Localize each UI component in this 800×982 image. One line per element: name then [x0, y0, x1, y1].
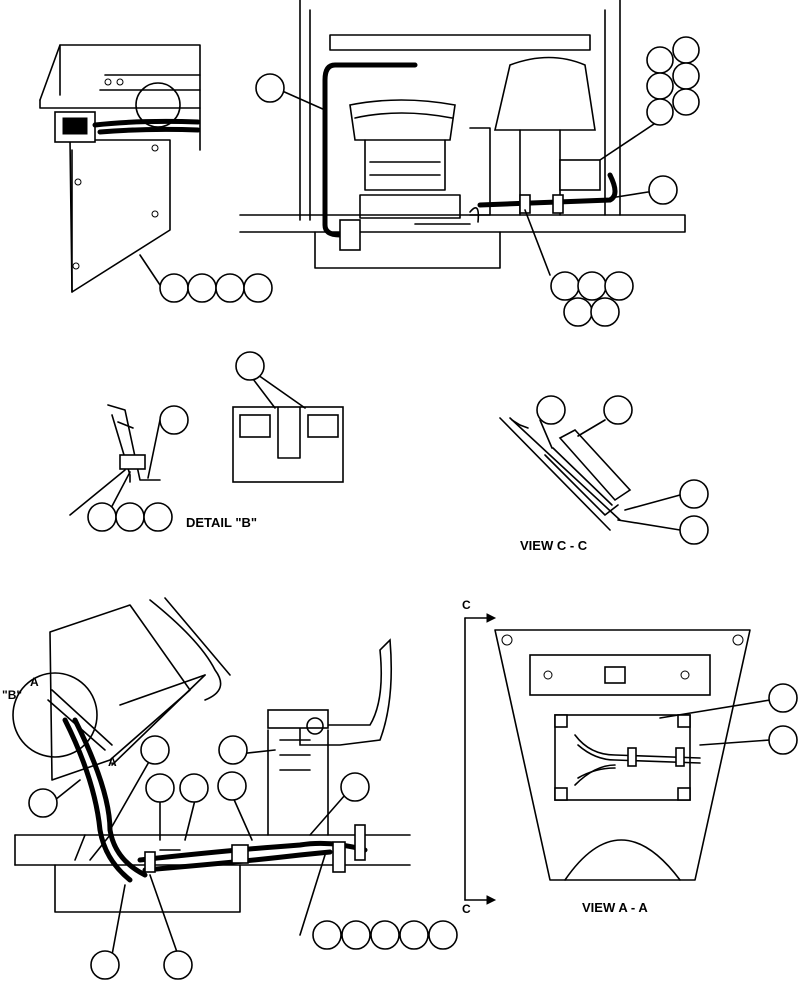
- detail-b-view: [69, 351, 344, 532]
- callout-group-top-left: [159, 273, 273, 303]
- callout-group-bottom-left: [28, 735, 458, 980]
- view-aa: [464, 613, 798, 905]
- view-aa-caption: VIEW A - A: [582, 900, 648, 915]
- view-cc-caption: VIEW C - C: [520, 538, 588, 553]
- operator-seat-icon: [299, 638, 393, 746]
- console-icon: [493, 56, 596, 131]
- section-b-label: "B": [2, 688, 23, 702]
- callout-group-view-aa: [768, 683, 798, 755]
- section-a-upper-label: A: [30, 675, 39, 689]
- bottom-left-main-view: [12, 597, 458, 980]
- view-cc: [499, 395, 709, 545]
- section-c-upper-label: C: [462, 598, 471, 612]
- callout-group-view-cc: [536, 395, 709, 545]
- section-a-lower-label: A: [108, 755, 117, 769]
- top-right-cab-view: [239, 0, 700, 327]
- callout-group-top-right: [255, 36, 700, 327]
- connector-box-icon: [559, 159, 601, 191]
- gauge-icon: [54, 111, 96, 143]
- detail-b-caption: DETAIL "B": [186, 515, 258, 530]
- section-c-lower-label: C: [462, 902, 471, 916]
- top-left-panel-view: [39, 44, 273, 303]
- callout-group-detail-b: [87, 405, 189, 532]
- section-b-circle: [12, 672, 98, 758]
- seat-icon: [349, 99, 456, 141]
